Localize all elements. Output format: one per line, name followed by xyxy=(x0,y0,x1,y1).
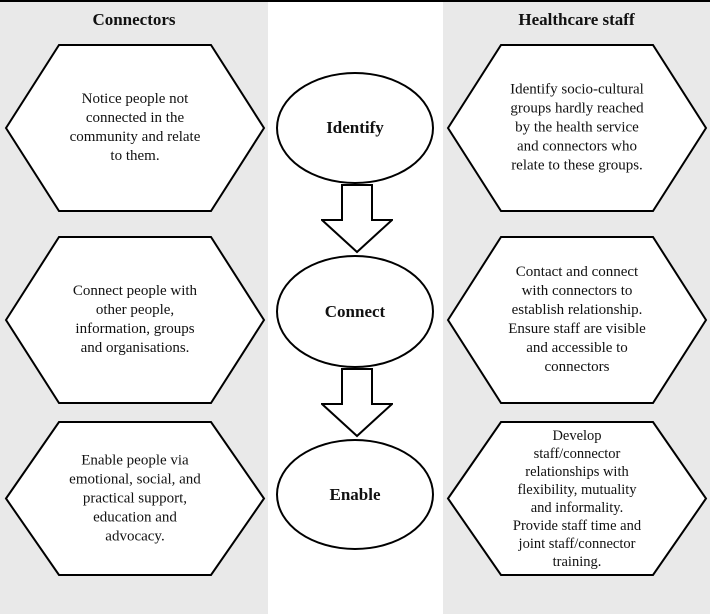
hexagon-staff-contact: Contact and connect with connectors to e… xyxy=(446,235,708,405)
hexagon-shape xyxy=(446,44,708,212)
stage-label: Identify xyxy=(326,118,384,137)
hexagon-shape xyxy=(446,236,708,404)
top-border-line xyxy=(0,0,710,2)
column-header-connectors: Connectors xyxy=(92,10,176,29)
stage-ellipse-enable: Enable xyxy=(276,439,434,550)
stage-ellipse-identify: Identify xyxy=(276,72,434,184)
hexagon-connectors-enable: Enable people via emotional, social, and… xyxy=(4,420,266,577)
arrow-down-icon xyxy=(321,368,393,438)
column-header-healthcare-staff: Healthcare staff xyxy=(518,10,635,29)
hexagon-connectors-connect: Connect people with other people, inform… xyxy=(4,235,266,405)
hexagon-shape xyxy=(4,236,266,404)
hexagon-text: Connect people with other people, inform… xyxy=(72,283,198,356)
hexagon-text: Identify socio-cultural groups hardly re… xyxy=(510,81,644,174)
hexagon-connectors-notice: Notice people not connected in the commu… xyxy=(4,43,266,213)
hexagon-staff-identify: Identify socio-cultural groups hardly re… xyxy=(446,43,708,213)
hexagon-text: Develop staff/connector relationships wi… xyxy=(512,427,642,570)
hexagon-shape xyxy=(4,421,266,576)
hexagon-text: Enable people via emotional, social, and… xyxy=(69,452,201,544)
stage-label: Enable xyxy=(329,484,381,504)
stage-label: Connect xyxy=(324,301,386,321)
hexagon-text: Contact and connect with connectors to e… xyxy=(508,264,646,375)
hexagon-staff-develop: Develop staff/connector relationships wi… xyxy=(446,420,708,577)
hexagon-shape xyxy=(446,421,708,576)
stage-ellipse-connect: Connect xyxy=(276,255,434,368)
hexagon-text: Notice people not connected in the commu… xyxy=(69,91,201,164)
hexagon-shape xyxy=(4,44,266,212)
arrow-down-icon xyxy=(321,184,393,254)
